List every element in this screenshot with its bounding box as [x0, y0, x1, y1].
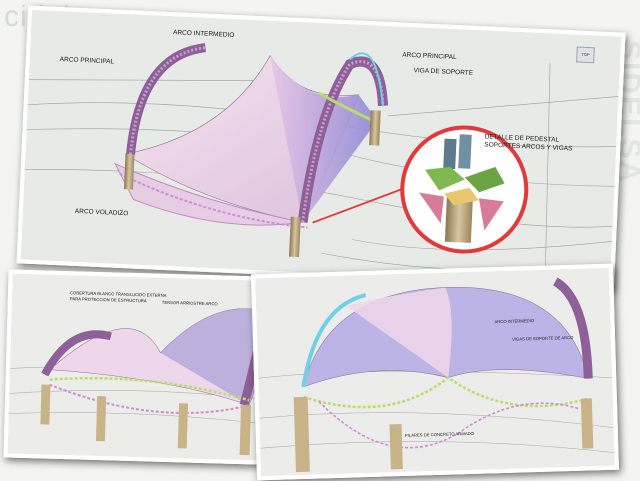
- arco-principal-right-ribs: [301, 60, 385, 223]
- right-membrane-light: [345, 287, 452, 378]
- left-pedestal-2: [95, 396, 107, 442]
- right-render-card: ARCO INTERMEDIO VIGAS DE SOPORTE DE ARCO…: [251, 263, 619, 481]
- right-pedestal-1: [293, 396, 310, 473]
- left-pedestal-1: [40, 384, 51, 425]
- pedestal-detail: [419, 134, 505, 243]
- left-arch-left: [41, 330, 112, 377]
- right-pedestal-2: [389, 424, 403, 470]
- arco-voladizo-edge: [119, 172, 308, 229]
- right-arch-right: [552, 277, 593, 379]
- pedestal-right-back: [369, 110, 381, 146]
- arco-principal-left-ribs: [129, 46, 206, 155]
- viga-soporte-shape: [317, 91, 373, 122]
- arco-blue-edge: [349, 52, 384, 106]
- main-render-card: ARCO INTERMEDIO ARCO PRINCIPAL ARCO PRIN…: [16, 5, 626, 291]
- left-pedestal-3: [177, 403, 189, 449]
- right-vigas: [303, 376, 590, 409]
- main-render-drawing: [20, 9, 622, 287]
- pedestal-front: [289, 216, 301, 258]
- left-voladizo: [49, 383, 250, 414]
- right-voladizo: [318, 400, 580, 449]
- right-arch-left: [301, 293, 367, 388]
- left-render-card: COBERTURA BLANCO TRANSLUCIDO EXTERNA PAR…: [3, 269, 335, 467]
- left-render-drawing: [7, 273, 331, 463]
- pedestal-left: [123, 154, 135, 190]
- viewcube-widget[interactable]: TOP: [576, 46, 595, 64]
- right-render-drawing: [255, 267, 615, 477]
- left-viga: [49, 376, 250, 402]
- left-membrane-shade: [160, 308, 263, 406]
- right-pedestal-3: [580, 398, 594, 449]
- left-pedestal-4: [239, 405, 251, 456]
